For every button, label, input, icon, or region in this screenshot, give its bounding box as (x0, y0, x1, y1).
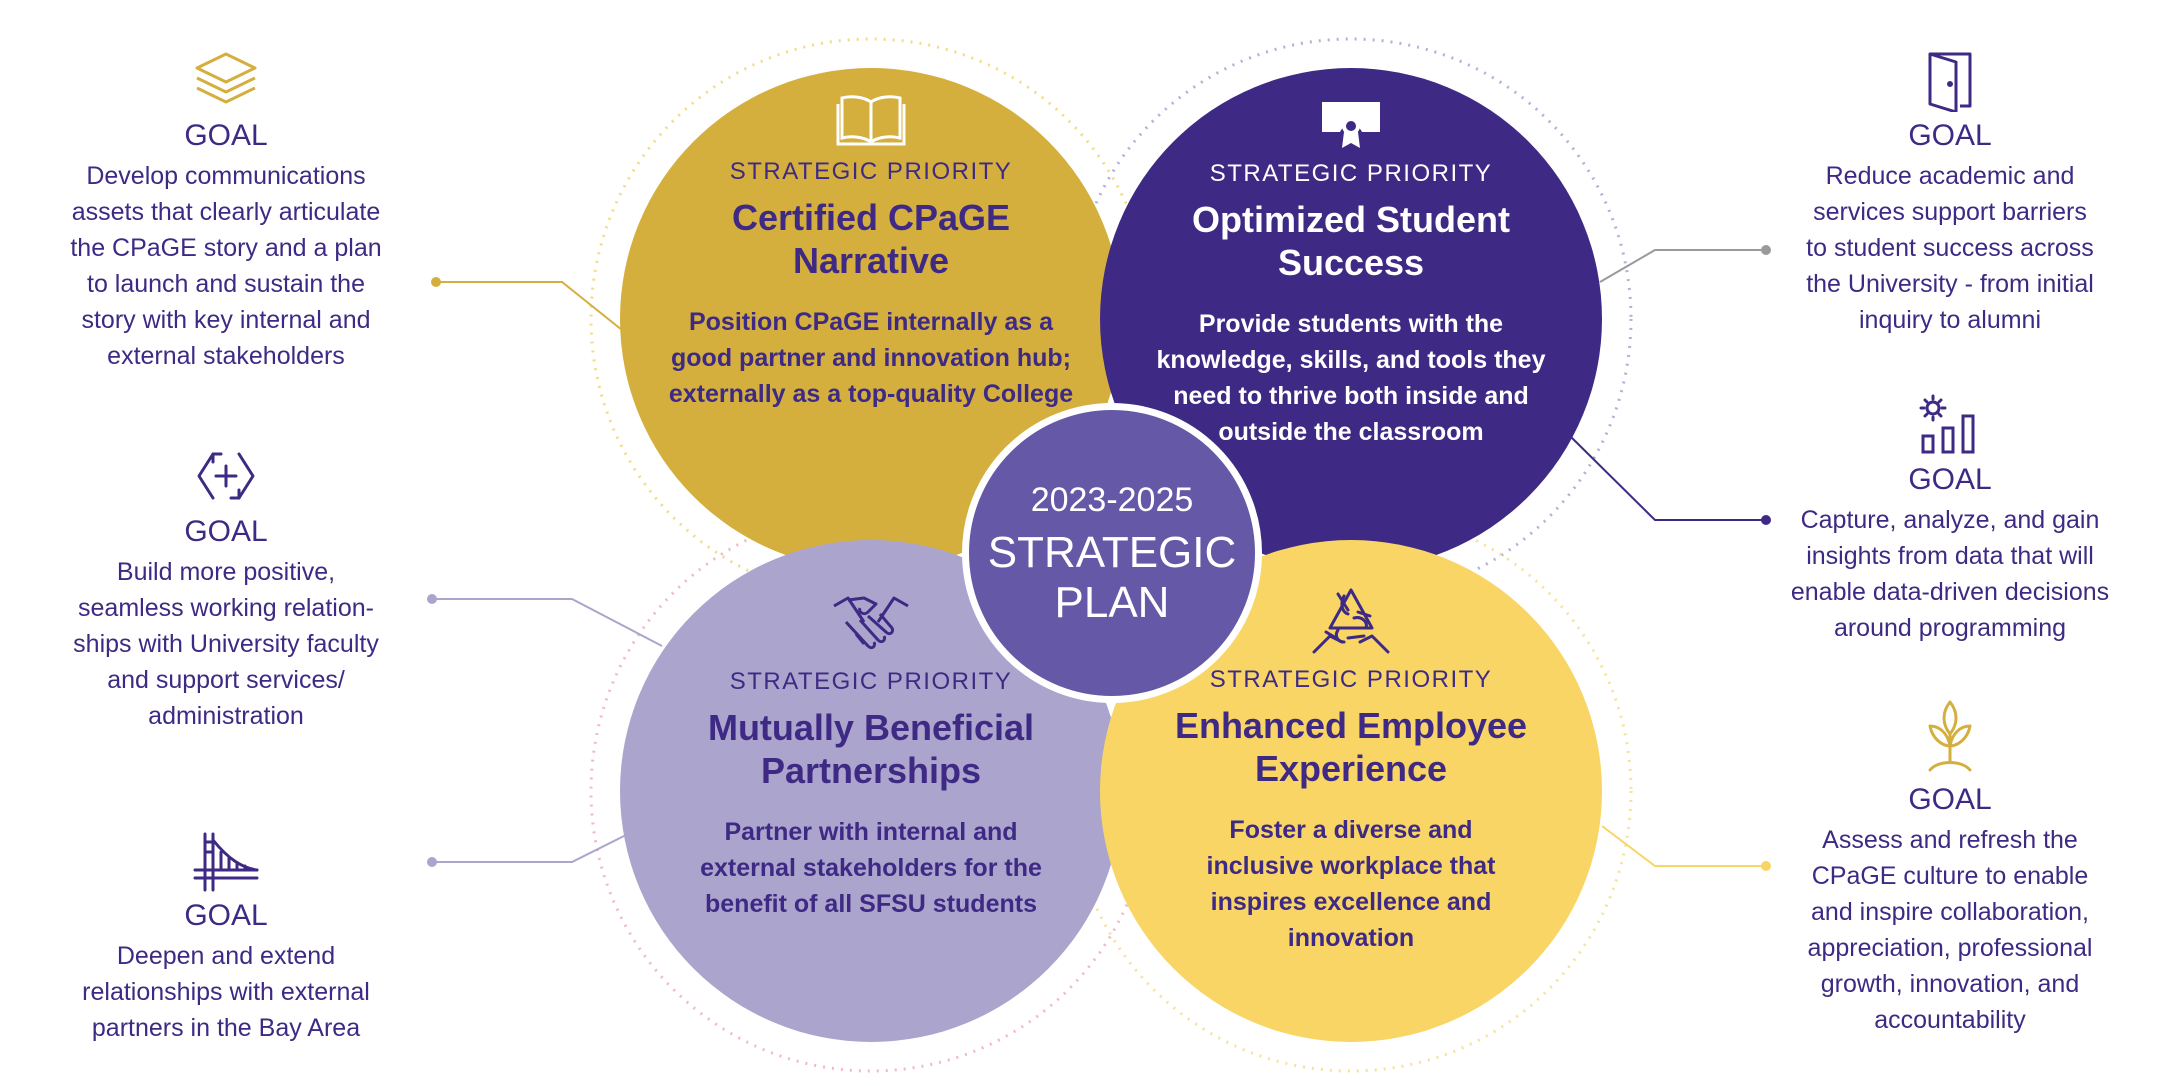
priority-description: Provide students with the knowledge, ski… (1156, 310, 1546, 446)
goal-communications: GOAL Develop communications assets that … (36, 50, 416, 374)
goal-connector-3 (427, 833, 629, 867)
diploma-icon (1322, 102, 1380, 148)
team-hands-icon (1312, 588, 1390, 654)
goal-text: Assess and refresh the CPaGE culture to … (1807, 826, 2093, 1034)
priority-partnerships: STRATEGIC PRIORITY Mutually Beneficial P… (620, 592, 1122, 922)
goal-text: Build more positive, seamless working re… (73, 558, 379, 730)
bridge-icon (193, 832, 259, 892)
data-chart-icon (1919, 394, 1975, 454)
goal-reduce-barriers: GOAL Reduce academic and services suppor… (1760, 50, 2140, 338)
priority-narrative: STRATEGIC PRIORITY Certified CPaGE Narra… (620, 92, 1122, 412)
goal-heading: GOAL (1908, 119, 1992, 152)
goal-external-partners: GOAL Deepen and extend relationships wit… (36, 830, 416, 1046)
goal-heading: GOAL (184, 119, 268, 152)
goal-connector-1 (431, 277, 623, 331)
sprout-icon (1928, 700, 1972, 772)
goal-text: Capture, analyze, and gain insights from… (1790, 506, 2110, 642)
goal-data-insights: GOAL Capture, analyze, and gain insights… (1760, 394, 2140, 646)
plan-years: 2023-2025 (1030, 481, 1194, 519)
goal-connector-6 (1601, 825, 1771, 871)
priority-label: STRATEGIC PRIORITY (729, 668, 1013, 695)
goal-text: Develop communications assets that clear… (70, 162, 382, 370)
goal-heading: GOAL (1908, 783, 1992, 816)
priority-description: Position CPaGE internally as a good part… (668, 308, 1074, 408)
priority-title: Enhanced Employee Experience (1174, 705, 1528, 789)
priority-employee: STRATEGIC PRIORITY Enhanced Employee Exp… (1100, 586, 1602, 956)
priority-title: Mutually Beneficial Partnerships (707, 707, 1035, 791)
goal-text: Deepen and extend relationships with ext… (82, 942, 370, 1042)
goal-heading: GOAL (1908, 463, 1992, 496)
priority-description: Foster a diverse and inclusive workplace… (1206, 816, 1496, 952)
goal-connector-5 (1569, 435, 1771, 525)
goal-heading: GOAL (184, 515, 268, 548)
priority-student-success: STRATEGIC PRIORITY Optimized Student Suc… (1100, 98, 1602, 450)
goal-connector-4 (1599, 245, 1771, 283)
priority-title: Certified CPaGE Narrative (731, 197, 1011, 281)
goal-working-relationships: GOAL Build more positive, seamless worki… (36, 446, 416, 734)
priority-label: STRATEGIC PRIORITY (1209, 160, 1493, 187)
goal-culture: GOAL Assess and refresh the CPaGE cultur… (1760, 696, 2140, 1038)
priority-label: STRATEGIC PRIORITY (729, 158, 1013, 185)
plus-hexagon-icon (197, 452, 255, 500)
door-icon (1928, 52, 1972, 112)
open-book-icon (836, 95, 906, 146)
goal-connector-2 (427, 594, 663, 647)
layers-icon (195, 52, 257, 104)
goal-heading: GOAL (184, 899, 268, 932)
priority-title: Optimized Student Success (1192, 199, 1510, 283)
center-strategic-plan: 2023-2025 STRATEGIC PLAN (962, 403, 1262, 703)
priority-label: STRATEGIC PRIORITY (1209, 666, 1493, 693)
handshake-icon (833, 596, 909, 650)
priority-description: Partner with internal and external stake… (700, 818, 1042, 918)
plan-title: STRATEGIC PLAN (987, 528, 1237, 627)
goal-text: Reduce academic and services support bar… (1806, 162, 2094, 334)
